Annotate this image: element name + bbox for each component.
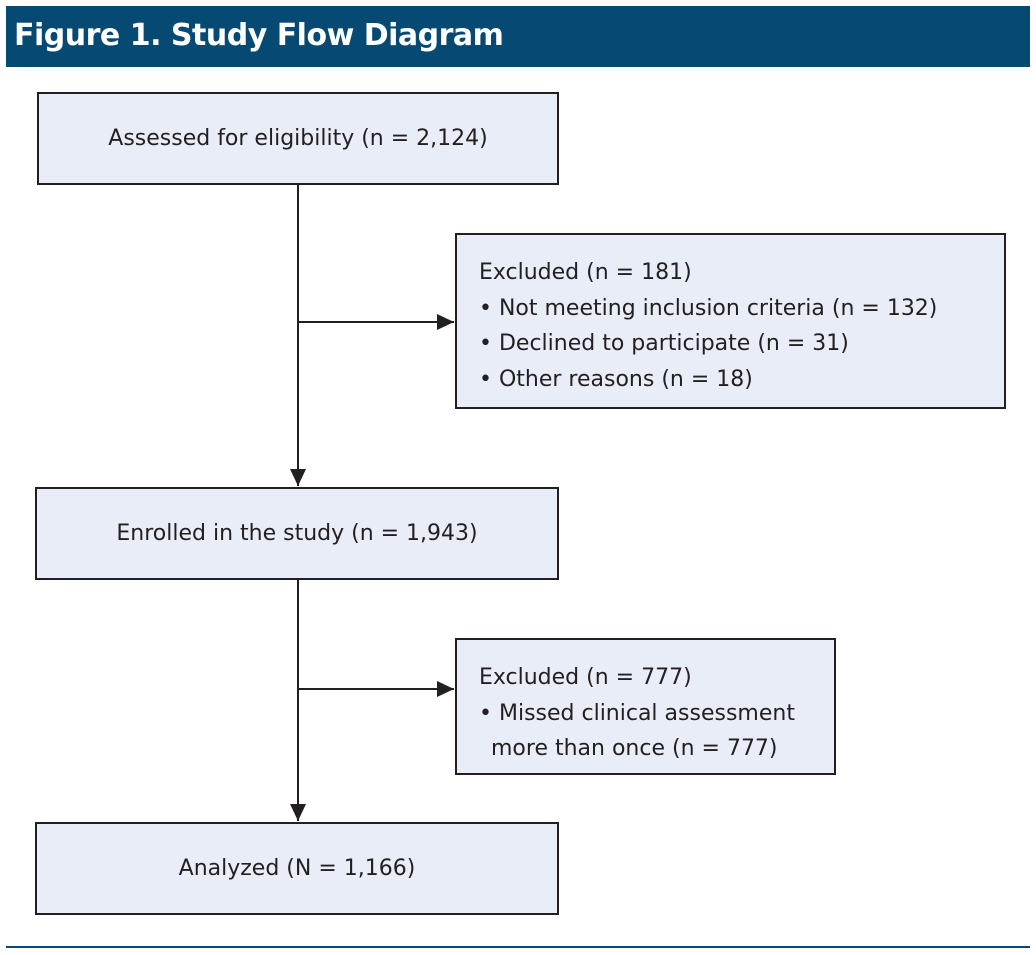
enrolled-box: Enrolled in the study (n = 1,943) (35, 487, 559, 580)
figure-header: Figure 1. Study Flow Diagram (6, 6, 1030, 67)
enrolled-label: Enrolled in the study (n = 1,943) (116, 521, 478, 546)
excluded2-title: Excluded (n = 777) (479, 665, 692, 690)
analyzed-box: Analyzed (N = 1,166) (35, 822, 559, 915)
excluded1-item: • Not meeting inclusion criteria (n = 13… (479, 295, 938, 321)
figure-title: Figure 1. Study Flow Diagram (14, 18, 504, 53)
bottom-rule (6, 946, 1030, 948)
excluded2-item: • Missed clinical assessment (479, 700, 795, 726)
excluded-box-2: Excluded (n = 777) • Missed clinical ass… (455, 638, 836, 775)
analyzed-label: Analyzed (N = 1,166) (178, 856, 416, 881)
excluded-box-1: Excluded (n = 181) • Not meeting inclusi… (455, 233, 1006, 409)
excluded1-title: Excluded (n = 181) (479, 260, 692, 285)
excluded1-item: • Other reasons (n = 18) (479, 366, 753, 392)
excluded1-item: • Declined to participate (n = 31) (479, 331, 849, 356)
assessed-box: Assessed for eligibility (n = 2,124) (37, 92, 559, 185)
excluded2-item-continued: more than once (n = 777) (491, 736, 778, 761)
assessed-label: Assessed for eligibility (n = 2,124) (108, 126, 488, 151)
